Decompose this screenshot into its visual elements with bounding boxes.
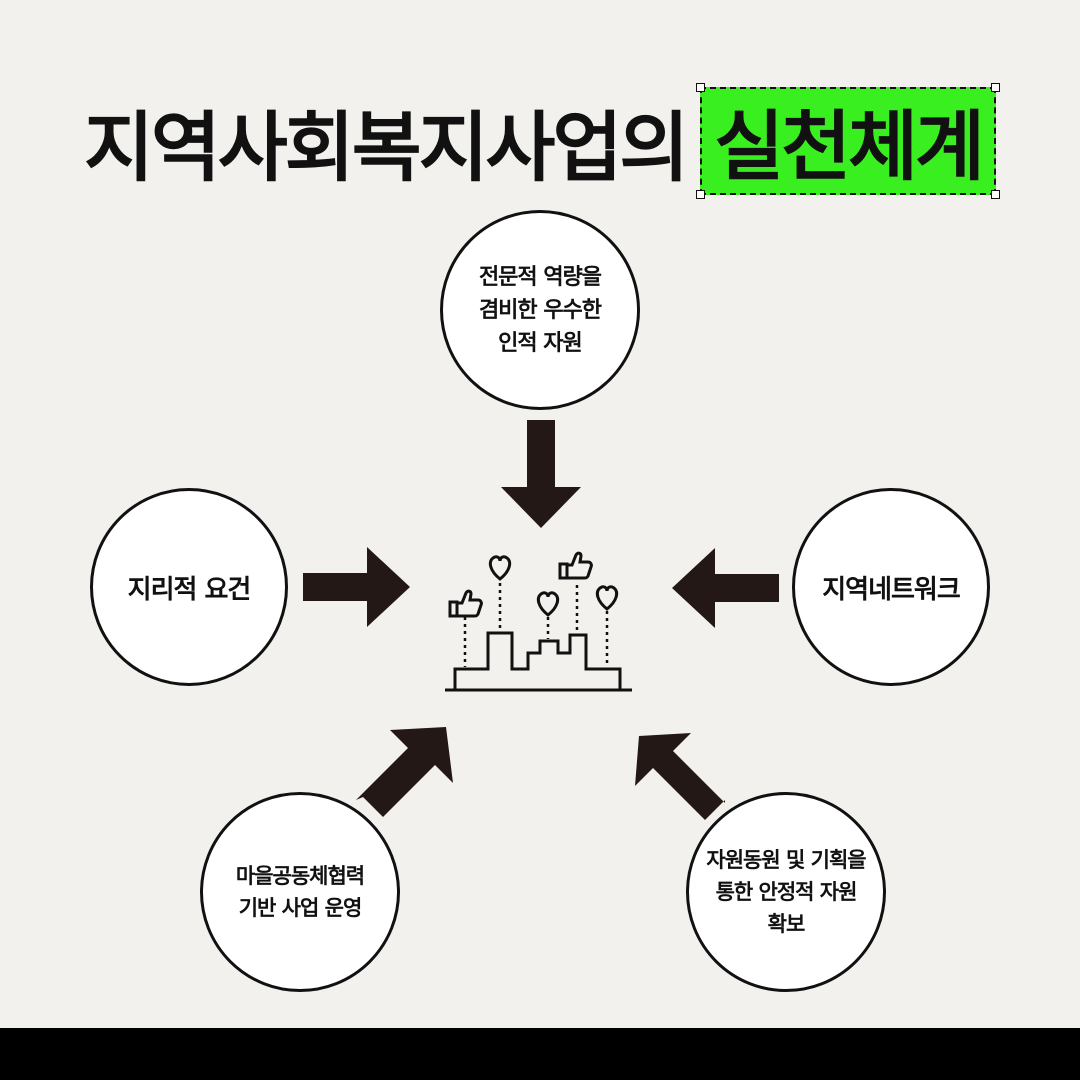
thumbs-up-icon [448, 589, 483, 618]
node-human-resources: 전문적 역량을 겸비한 우수한 인적 자원 [440, 210, 640, 410]
arrow-left [672, 548, 779, 628]
node-resource-mobilization: 자원동원 및 기획을 통한 안정적 자원 확보 [686, 792, 886, 992]
arrow-up-left [635, 733, 725, 820]
node-geographic-conditions: 지리적 요건 [90, 488, 288, 686]
resize-handle-top-right[interactable] [990, 83, 1000, 92]
heart-icon [595, 585, 619, 611]
title-highlight-box[interactable]: 실천체계 [696, 83, 1000, 199]
footer-bar [0, 1028, 1080, 1080]
node-community-network: 지역네트워크 [792, 488, 990, 686]
skyline [453, 631, 622, 690]
node-village-cooperation: 마을공동체협력 기반 사업 운영 [200, 792, 400, 992]
city-community-icon [445, 551, 632, 692]
resize-handle-bottom-left[interactable] [696, 190, 706, 199]
thumbs-up-icon [558, 551, 593, 580]
arrow-down [501, 420, 581, 528]
resize-handle-top-left[interactable] [696, 83, 706, 92]
title-highlight-text: 실천체계 [714, 102, 985, 191]
heart-icon [536, 591, 560, 617]
title-main: 지역사회복지사업의 [84, 103, 689, 192]
heart-icon [488, 555, 512, 581]
title: 지역사회복지사업의 실천체계 [0, 83, 1080, 199]
resize-handle-bottom-right[interactable] [990, 190, 1000, 199]
arrow-right [303, 547, 410, 627]
arrow-up-right [356, 727, 453, 817]
